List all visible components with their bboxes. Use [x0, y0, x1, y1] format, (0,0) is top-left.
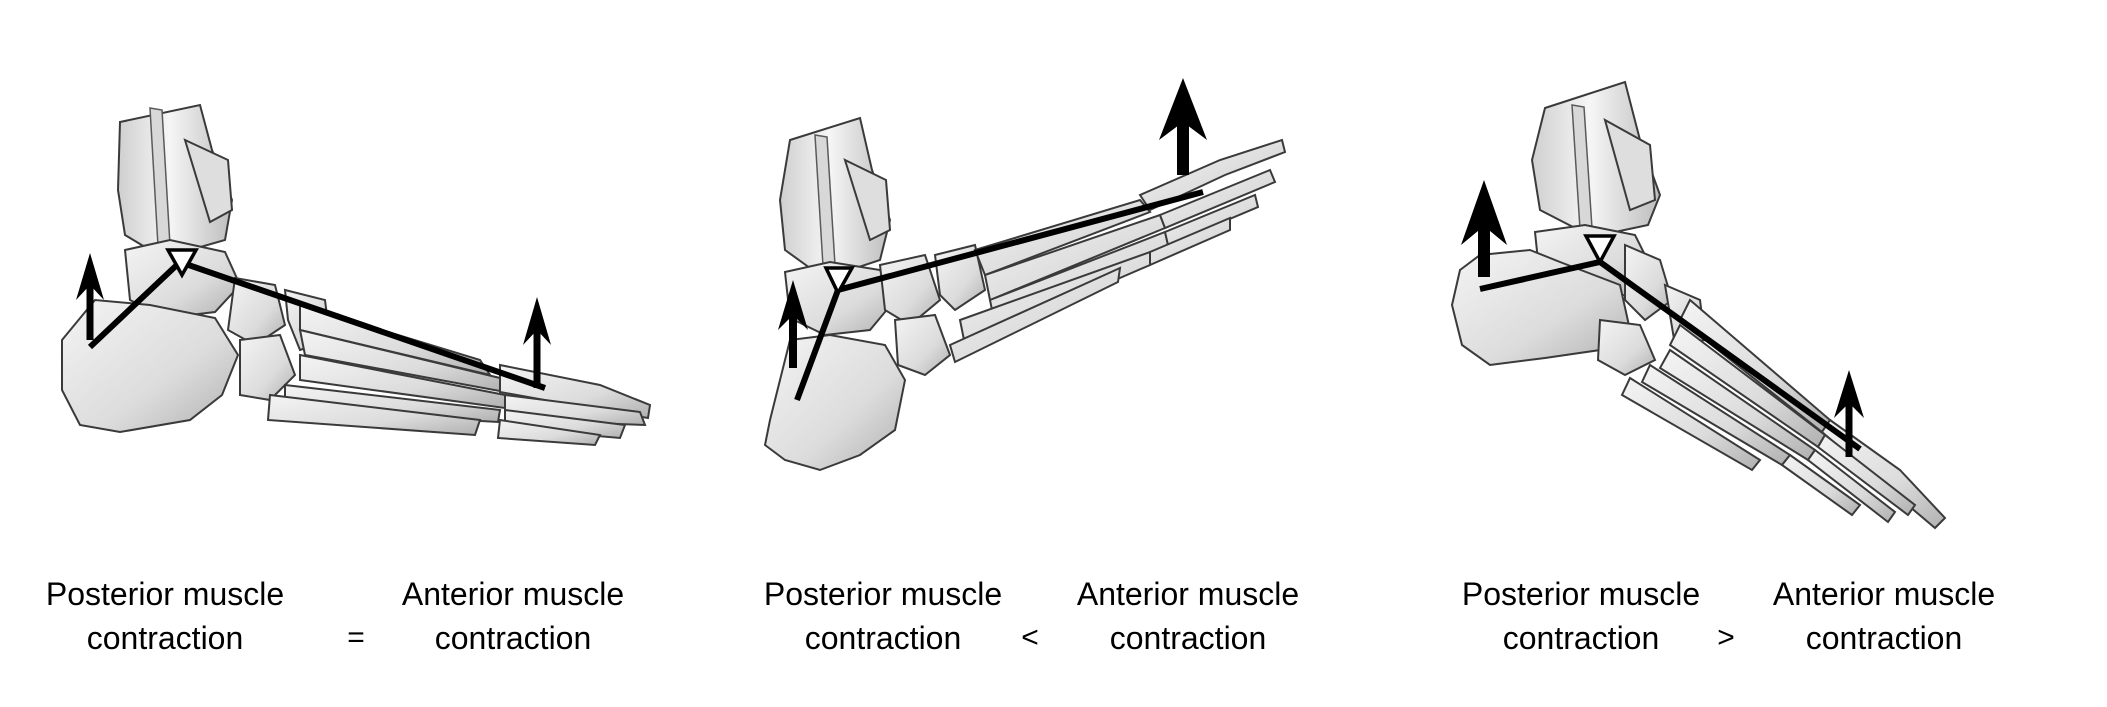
panel-posterior-dominant: [1450, 80, 1947, 530]
panel-1-posterior-label: Posterior muscle contraction: [15, 572, 315, 660]
pivot-triangle-icon: [1583, 234, 1617, 266]
up-arrow-icon: [76, 253, 104, 300]
panel-2-relation-operator: <: [1021, 621, 1039, 654]
pivot-triangle-icon: [165, 248, 199, 279]
label-line: Anterior muscle: [401, 576, 625, 612]
foot-skeleton-neutral: [61, 103, 652, 447]
up-arrow-icon: [1461, 180, 1507, 245]
posterior-force-arrow-thick: [1461, 180, 1507, 277]
label-line: contraction: [434, 620, 592, 656]
panel-3-posterior-label: Posterior muscle contraction: [1431, 572, 1731, 660]
panel-anterior-dominant: [763, 78, 1287, 472]
label-line: Posterior muscle: [1461, 576, 1701, 612]
anterior-force-arrow-thin: [523, 297, 551, 388]
label-line: Anterior muscle: [1076, 576, 1300, 612]
label-line: Anterior muscle: [1772, 576, 1996, 612]
label-line: contraction: [1805, 620, 1963, 656]
panel-1-anterior-label: Anterior muscle contraction: [363, 572, 663, 660]
panel-2-posterior-label: Posterior muscle contraction: [733, 572, 1033, 660]
foot-skeleton-dorsiflexed: [763, 116, 1287, 472]
label-line: contraction: [1502, 620, 1660, 656]
label-line: contraction: [804, 620, 962, 656]
panel-1-relation-operator: =: [347, 621, 365, 654]
up-arrow-icon: [1159, 78, 1207, 140]
panel-balanced: [61, 103, 652, 447]
anterior-force-arrow-thick: [1159, 78, 1207, 175]
label-line: contraction: [86, 620, 244, 656]
posterior-force-arrow-thin: [76, 253, 104, 340]
up-arrow-icon: [1834, 370, 1864, 418]
panel-3-anterior-label: Anterior muscle contraction: [1734, 572, 2034, 660]
panel-2-anterior-label: Anterior muscle contraction: [1038, 572, 1338, 660]
up-arrow-icon: [523, 297, 551, 345]
label-line: Posterior muscle: [45, 576, 285, 612]
label-line: Posterior muscle: [763, 576, 1003, 612]
up-arrow-icon: [778, 280, 808, 330]
label-line: contraction: [1109, 620, 1267, 656]
panel-3-relation-operator: >: [1717, 621, 1735, 654]
posterior-force-arrow-thin: [778, 280, 808, 368]
anterior-force-arrow-thin: [1834, 370, 1864, 457]
pivot-triangle-icon: [823, 266, 855, 297]
foot-skeleton-plantarflexed: [1450, 80, 1947, 530]
